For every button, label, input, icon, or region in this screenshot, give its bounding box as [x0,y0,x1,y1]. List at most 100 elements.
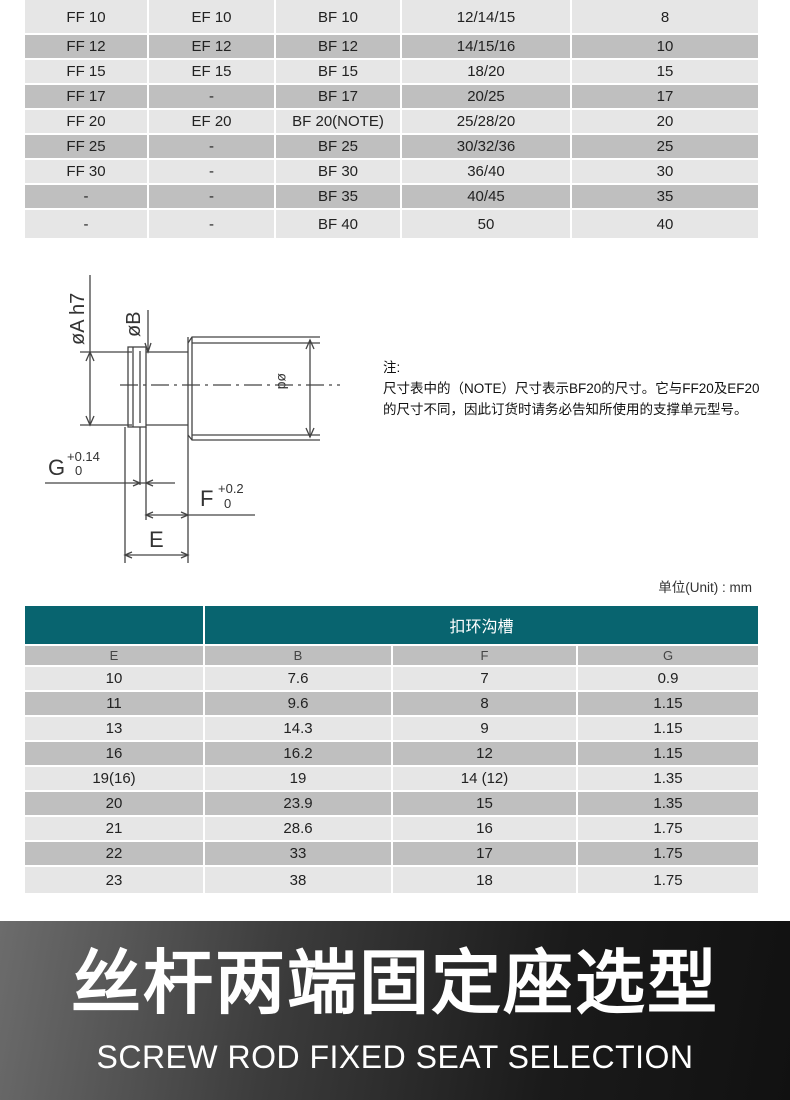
table-cell: 15 [572,60,758,85]
label-g-lower: 0 [75,463,82,478]
banner-title-cn: 丝杆两端固定座选型 [71,944,719,1022]
table-cell: BF 25 [276,135,402,160]
table-cell: 18/20 [402,60,572,85]
table-cell: EF 10 [149,0,276,35]
table-cell: 1.35 [578,767,758,792]
selection-banner: 丝杆两端固定座选型 SCREW ROD FIXED SEAT SELECTION [0,921,790,1100]
table-cell: 14 (12) [393,767,578,792]
table-cell: 28.6 [205,817,393,842]
table-cell: BF 15 [276,60,402,85]
table-cell: FF 20 [25,110,149,135]
label-g: G [48,455,65,480]
table-cell: 23.9 [205,792,393,817]
column-header: F [393,646,578,667]
table-cell: - [149,135,276,160]
table-cell: 13 [25,717,205,742]
label-f-upper: +0.2 [218,481,244,496]
table-cell: 50 [402,210,572,240]
table-cell: 36/40 [402,160,572,185]
table-cell: 1.35 [578,792,758,817]
table-cell: 15 [393,792,578,817]
table-cell: - [149,85,276,110]
table-cell: FF 17 [25,85,149,110]
group-header-label: 扣环沟槽 [205,606,758,646]
label-f-lower: 0 [224,496,231,511]
table-cell: FF 12 [25,35,149,60]
table-cell: 1.75 [578,817,758,842]
column-header: E [25,646,205,667]
table-cell: 1.15 [578,717,758,742]
label-f: F [200,486,213,511]
table-cell: 9 [393,717,578,742]
table-cell: 18 [393,867,578,895]
table-cell: 40 [572,210,758,240]
table-cell: FF 25 [25,135,149,160]
table-cell: 20 [572,110,758,135]
table-cell: 19(16) [25,767,205,792]
table-cell: 25 [572,135,758,160]
table-cell: 16 [25,742,205,767]
column-header: G [578,646,758,667]
shaft-end-diagram: øA h7 øB ød G +0.14 0 F +0.2 0 E [45,275,340,563]
table-cell: 17 [572,85,758,110]
unit-label: 单位(Unit) : mm [658,580,752,595]
table-cell: 9.6 [205,692,393,717]
table-cell: 14.3 [205,717,393,742]
table-cell: FF 10 [25,0,149,35]
table-cell: 30 [572,160,758,185]
table-cell: 33 [205,842,393,867]
table-cell: BF 20(NOTE) [276,110,402,135]
group-header-empty [25,606,205,646]
table-cell: 30/32/36 [402,135,572,160]
table-cell: 8 [572,0,758,35]
table-cell: 7.6 [205,667,393,692]
table-cell: 10 [572,35,758,60]
table-cell: FF 30 [25,160,149,185]
table-cell: BF 35 [276,185,402,210]
table-cell: BF 12 [276,35,402,60]
table-cell: 1.75 [578,842,758,867]
label-e: E [149,527,164,552]
table-cell: 25/28/20 [402,110,572,135]
table-cell: BF 17 [276,85,402,110]
table-cell: FF 15 [25,60,149,85]
column-header-row: E B F G [25,646,758,667]
table-cell: 1.75 [578,867,758,895]
table-cell: - [25,210,149,240]
note-block: 注: 尺寸表中的（NOTE）尺寸表示BF20的尺寸。它与FF20及EF20的尺寸… [383,357,763,420]
table-cell: 38 [205,867,393,895]
table-cell: 17 [393,842,578,867]
table-cell: 12 [393,742,578,767]
table-cell: - [149,210,276,240]
label-d: ød [275,373,291,389]
table-cell: 21 [25,817,205,842]
table-cell: 11 [25,692,205,717]
table-cell: 16.2 [205,742,393,767]
table-cell: 23 [25,867,205,895]
table-cell: 16 [393,817,578,842]
table-cell: BF 10 [276,0,402,35]
table-cell: 19 [205,767,393,792]
table-cell: 8 [393,692,578,717]
note-title: 注: [383,360,401,375]
table-cell: 1.15 [578,742,758,767]
label-g-upper: +0.14 [67,449,100,464]
table-cell: - [149,185,276,210]
column-header: B [205,646,393,667]
table-cell: 12/14/15 [402,0,572,35]
